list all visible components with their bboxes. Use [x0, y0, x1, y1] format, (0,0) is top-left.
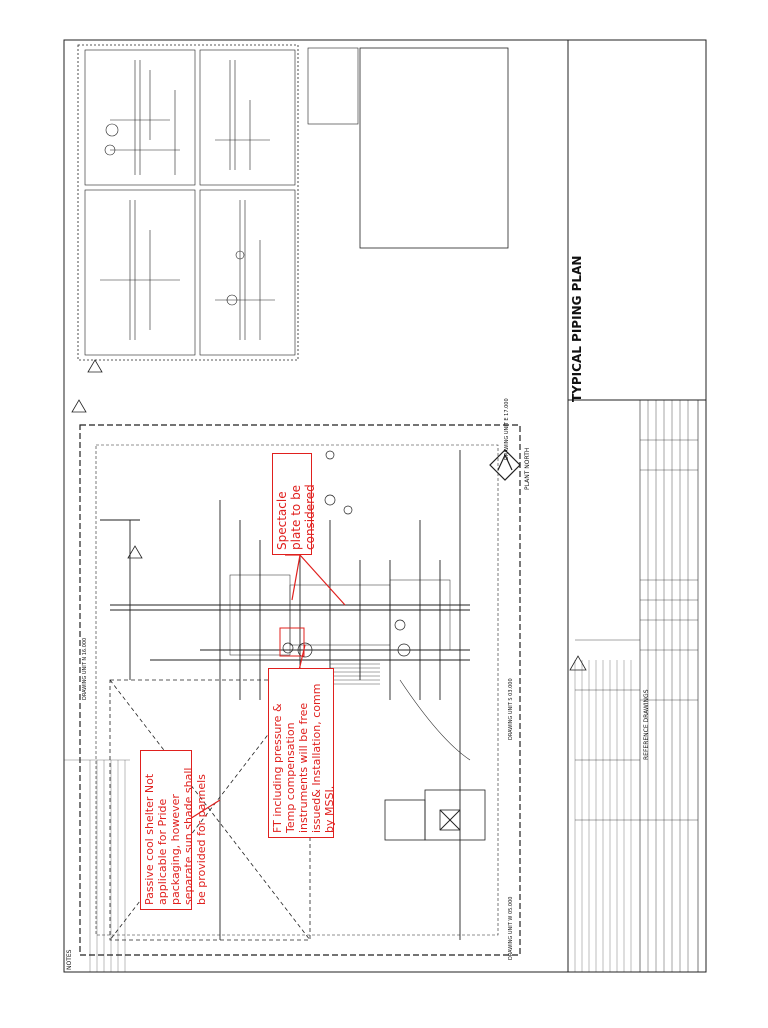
plant-north-label: PLANT NORTH [524, 447, 531, 490]
drawing-title: TYPICAL PIPING PLAN [570, 255, 584, 402]
annotation-ft-instruments: FT including pressure & Temp compensatio… [268, 668, 336, 838]
annotation-spectacle-plate: Spectacle plate to be considered [272, 453, 317, 555]
sheet-border [63, 39, 707, 973]
notes-label: NOTES [66, 949, 73, 970]
reference-drawings-label: REFERENCE DRAWINGS [643, 689, 650, 760]
drawing-unit-west: DRAWING UNIT W 05.000 [508, 896, 514, 960]
drawing-unit-south: DRAWING UNIT S 03.000 [508, 678, 514, 740]
drawing-unit-north: DRAWING UNIT E 17.000 [504, 398, 510, 460]
drawing-unit-east: DRAWING UNIT N 16.000 [82, 637, 88, 700]
annotation-sun-shade: Passive cool shelter Not applicable for … [140, 750, 208, 910]
